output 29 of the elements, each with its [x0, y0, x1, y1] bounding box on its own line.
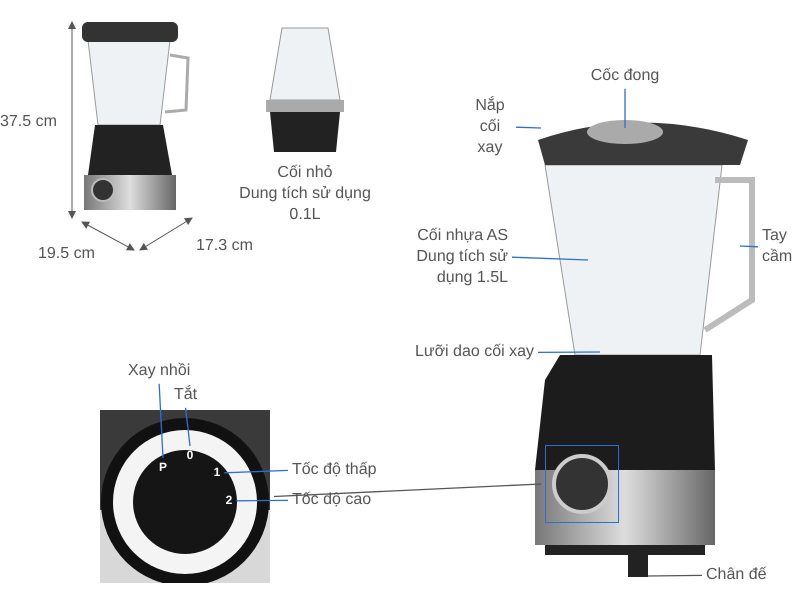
dial-mark: 2	[226, 493, 232, 509]
dial-mark: P	[158, 460, 167, 476]
dimension-label: 37.5 cm	[0, 112, 58, 132]
caption-text: Dung tích sử dụng 0.1L	[238, 184, 372, 225]
connector-line	[274, 483, 542, 498]
callout-label: Tắt	[174, 385, 198, 405]
callout-label: Chân đế	[706, 565, 766, 585]
callout-label: Tay cầm	[762, 226, 794, 267]
leader-line	[516, 126, 542, 129]
callout-label: Dung tích sử dụng 1.5L	[415, 246, 508, 288]
dial-closeup-picture	[100, 410, 270, 583]
callout-label: Nắp cối xay	[474, 96, 506, 158]
callout-label: Cối nhựa AS	[417, 226, 508, 246]
caption-text: Cối nhỏ	[276, 163, 334, 183]
dial-mark: 1	[214, 465, 220, 481]
dimension-label: 19.5 cm	[38, 244, 96, 264]
callout-label: Xay nhồi	[128, 361, 190, 381]
connector-line	[236, 500, 288, 502]
dimension-label: 17.3 cm	[196, 236, 254, 256]
callout-label: Cốc đong	[590, 66, 660, 86]
callout-label: Lưỡi dao cối xay	[414, 342, 534, 362]
leader-line	[624, 88, 626, 128]
highlight-frame	[545, 445, 619, 523]
leader-line	[538, 351, 600, 354]
leader-line	[740, 245, 758, 248]
dial-mark: 0	[186, 448, 194, 464]
callout-label: Tốc độ thấp	[292, 460, 376, 480]
leader-line	[512, 256, 588, 261]
leader-line	[648, 574, 702, 577]
